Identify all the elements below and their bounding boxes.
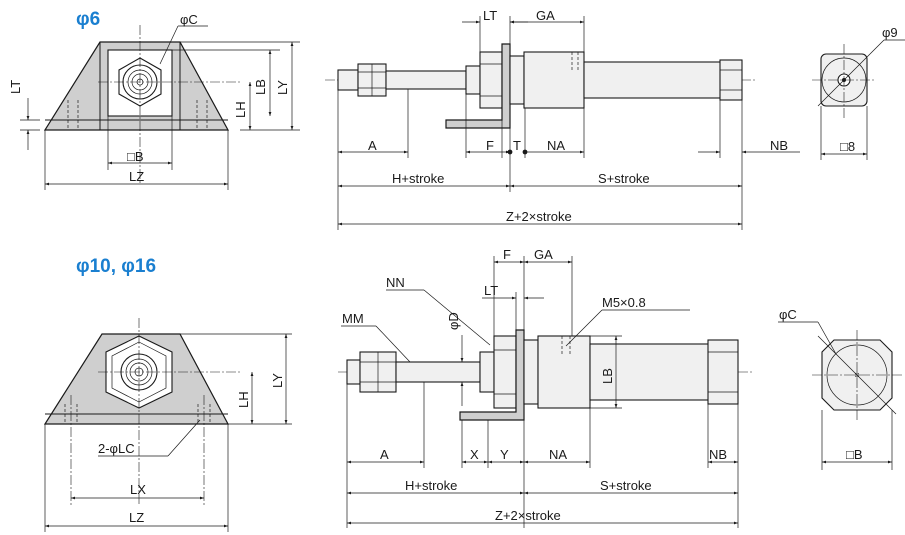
- label-s-stroke-top: S+stroke: [598, 171, 650, 186]
- end-cap-b: [707, 339, 739, 405]
- mounting-nut: [479, 51, 503, 109]
- bottom-side-view: F GA LT NN MM φD M5×0.8 LB A: [338, 247, 752, 528]
- label-2-phi-lc: 2-φLC: [98, 441, 135, 456]
- label-na-bottom: NA: [549, 447, 567, 462]
- label-lz-top: LZ: [129, 169, 144, 184]
- label-mm: MM: [342, 311, 364, 326]
- bottom-end-view: φC □B: [778, 307, 902, 470]
- heading-phi6: φ6: [76, 9, 100, 30]
- cylinder-tube-b: [589, 343, 711, 401]
- label-phi-c-bottom: φC: [779, 307, 797, 322]
- rod-collar-b: [479, 351, 495, 393]
- label-a-top: A: [368, 138, 377, 153]
- label-s-stroke-bottom: S+stroke: [600, 478, 652, 493]
- rod-tip: [337, 69, 359, 91]
- body-flange: [509, 55, 525, 105]
- label-phi-c-top: φC: [180, 12, 198, 27]
- body-flange-b: [523, 339, 539, 405]
- label-ly-bottom: LY: [270, 373, 285, 388]
- label-h-stroke-top: H+stroke: [392, 171, 444, 186]
- label-sq-b-top: □B: [127, 149, 144, 164]
- label-m5: M5×0.8: [602, 295, 646, 310]
- label-lz-bottom: LZ: [129, 510, 144, 525]
- label-f-top: F: [486, 138, 494, 153]
- label-na-top: NA: [547, 138, 565, 153]
- label-z-stroke-bottom: Z+2×stroke: [495, 508, 561, 523]
- label-phi9: φ9: [882, 25, 898, 40]
- heading-phi10-phi16: φ10, φ16: [76, 256, 156, 277]
- label-ga-top: GA: [536, 8, 555, 23]
- label-x: X: [470, 447, 479, 462]
- label-sq8: □8: [840, 139, 855, 154]
- cylinder-tube: [583, 61, 725, 99]
- piston-rod-b: [395, 361, 481, 383]
- label-a-bottom: A: [380, 447, 389, 462]
- label-lh-top: LH: [233, 101, 248, 118]
- rod-tip-b: [346, 359, 361, 385]
- top-end-view: φ9 □8: [812, 25, 905, 160]
- mounting-nut-b: [493, 335, 517, 409]
- top-bracket-front-view: φC LT LH LB LY □B LZ: [8, 12, 300, 190]
- label-y: Y: [500, 447, 509, 462]
- cylinder-body: [523, 51, 585, 109]
- label-lt-bottom: LT: [484, 283, 498, 298]
- label-phi-d: φD: [446, 312, 461, 330]
- cylinder-body-b: [537, 335, 591, 409]
- label-lb-top: LB: [253, 79, 268, 95]
- top-side-view: LT GA A F T NA NB H+stroke S+stroke Z+2: [325, 8, 800, 230]
- label-nb-bottom: NB: [709, 447, 727, 462]
- label-sq-b-bottom: □B: [846, 447, 863, 462]
- label-t-top: T: [513, 138, 521, 153]
- label-h-stroke-bottom: H+stroke: [405, 478, 457, 493]
- end-cap: [719, 59, 743, 101]
- label-f-bottom: F: [503, 247, 511, 262]
- rod-collar: [465, 65, 481, 95]
- label-lh-bottom: LH: [236, 391, 251, 408]
- label-ga-bottom: GA: [534, 247, 553, 262]
- label-lt-mid: LT: [483, 8, 497, 23]
- label-nn: NN: [386, 275, 405, 290]
- label-lt-left: LT: [8, 80, 23, 94]
- label-lb-bottom: LB: [600, 368, 615, 384]
- label-z-stroke-top: Z+2×stroke: [506, 209, 572, 224]
- label-nb-top: NB: [770, 138, 788, 153]
- bottom-bracket-front-view: LH LY 2-φLC LX LZ: [43, 318, 292, 532]
- piston-rod: [385, 70, 467, 90]
- label-lx: LX: [130, 482, 146, 497]
- label-ly-top: LY: [275, 80, 290, 95]
